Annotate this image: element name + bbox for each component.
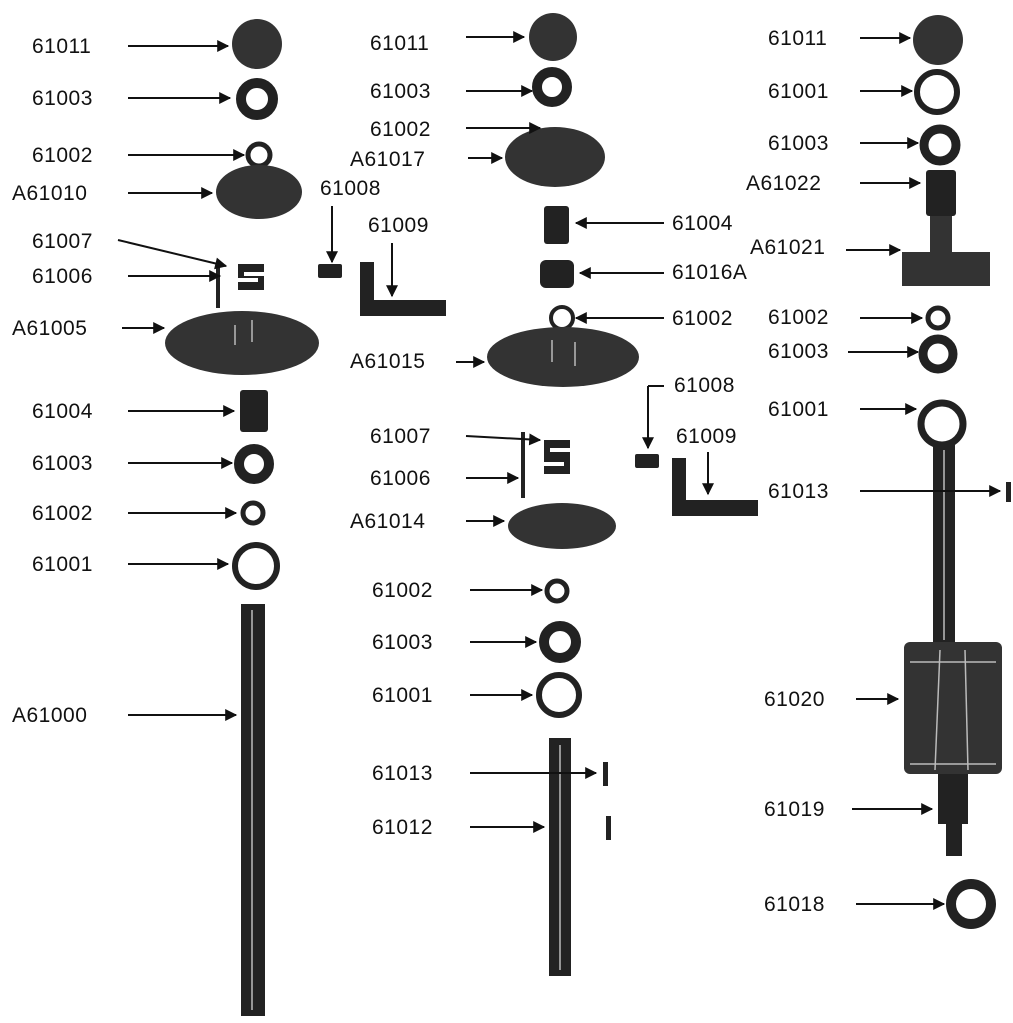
label-61006: 61006 bbox=[32, 265, 93, 288]
label-61003-right-lower: 61003 bbox=[768, 340, 829, 363]
label-61012: 61012 bbox=[372, 816, 433, 839]
part-61009-key-mid bbox=[672, 458, 758, 516]
label-61016a: 61016A bbox=[672, 261, 747, 284]
label-61003: 61003 bbox=[32, 87, 93, 110]
label-61013-mid: 61013 bbox=[372, 762, 433, 785]
label-61008-mid: 61008 bbox=[674, 374, 735, 397]
part-61003-washer-right-lower bbox=[918, 334, 958, 374]
part-61013-key-mid bbox=[603, 762, 608, 786]
label-a61010: A61010 bbox=[12, 182, 87, 205]
part-61001-bearing bbox=[232, 542, 280, 590]
part-61002-ring-right bbox=[925, 305, 951, 331]
part-a61014-gear bbox=[508, 503, 616, 549]
label-61006-mid: 61006 bbox=[370, 467, 431, 490]
part-61013-key-mid-2 bbox=[606, 816, 611, 840]
label-a61000: A61000 bbox=[12, 704, 87, 727]
label-a61015: A61015 bbox=[350, 350, 425, 373]
label-61011-right: 61011 bbox=[768, 27, 827, 50]
part-61020-armature bbox=[904, 642, 1002, 774]
part-61002-ring-lower bbox=[240, 500, 266, 526]
label-61013-right: 61013 bbox=[768, 480, 829, 503]
label-61020: 61020 bbox=[764, 688, 825, 711]
label-61003-mid: 61003 bbox=[370, 80, 431, 103]
part-61006-worm bbox=[238, 264, 264, 290]
label-61001: 61001 bbox=[32, 553, 93, 576]
part-61009-key bbox=[360, 262, 446, 316]
part-61016a-bushing bbox=[540, 260, 574, 288]
part-61002-ring bbox=[245, 141, 273, 169]
part-61003-washer bbox=[236, 78, 278, 120]
part-61003-washer-mid bbox=[532, 67, 572, 107]
part-61001-bearing-right bbox=[914, 69, 960, 115]
part-61011-cap-right bbox=[913, 15, 963, 65]
label-61002-right: 61002 bbox=[768, 306, 829, 329]
label-61001-right-lower: 61001 bbox=[768, 398, 829, 421]
left-column-parts bbox=[165, 19, 446, 1016]
label-a61005: A61005 bbox=[12, 317, 87, 340]
part-61018-bearing bbox=[946, 879, 996, 929]
part-61002-ring-mid bbox=[549, 305, 575, 331]
part-61003-washer-mid-lower bbox=[539, 621, 581, 663]
middle-column-parts bbox=[487, 13, 758, 976]
label-61009-mid: 61009 bbox=[676, 425, 737, 448]
label-61004: 61004 bbox=[32, 400, 93, 423]
part-61011-cap bbox=[232, 19, 282, 69]
label-61001-mid: 61001 bbox=[372, 684, 433, 707]
label-a61022: A61022 bbox=[746, 172, 821, 195]
label-a61014: A61014 bbox=[350, 510, 425, 533]
label-61007: 61007 bbox=[32, 230, 93, 253]
label-61009: 61009 bbox=[368, 214, 429, 237]
part-61003-washer-right bbox=[919, 124, 961, 166]
label-61019: 61019 bbox=[764, 798, 825, 821]
part-a61010-gear bbox=[216, 165, 302, 219]
label-61002-mid-lower: 61002 bbox=[372, 579, 433, 602]
part-a61005-gear bbox=[165, 311, 319, 375]
part-a61022-sleeve bbox=[926, 170, 956, 216]
label-61011-mid: 61011 bbox=[370, 32, 429, 55]
label-61003-lower: 61003 bbox=[32, 452, 93, 475]
part-61006-pin-mid bbox=[521, 432, 525, 498]
part-61003-washer-lower bbox=[234, 444, 274, 484]
label-61003-mid-lower: 61003 bbox=[372, 631, 433, 654]
part-61011-cap-mid bbox=[529, 13, 577, 61]
part-61007-worm-mid bbox=[544, 440, 570, 474]
label-61002-mid: 61002 bbox=[370, 118, 431, 141]
part-61013-key-right bbox=[1006, 482, 1011, 502]
part-61019-commutator bbox=[938, 774, 968, 824]
label-61018: 61018 bbox=[764, 893, 825, 916]
part-61008-screw-mid bbox=[635, 454, 659, 468]
label-61008: 61008 bbox=[320, 177, 381, 200]
part-61008-screw bbox=[318, 264, 342, 278]
label-61004-mid: 61004 bbox=[672, 212, 733, 235]
part-a61000-shaft bbox=[241, 604, 265, 1016]
label-61002-mid-2: 61002 bbox=[672, 307, 733, 330]
right-column-parts bbox=[902, 15, 1011, 929]
label-61002-lower: 61002 bbox=[32, 502, 93, 525]
part-a61017-gear bbox=[505, 127, 605, 187]
part-a61021-gear bbox=[902, 216, 990, 286]
label-61002: 61002 bbox=[32, 144, 93, 167]
label-61001-right: 61001 bbox=[768, 80, 829, 103]
label-a61021: A61021 bbox=[750, 236, 825, 259]
label-61003-right: 61003 bbox=[768, 132, 829, 155]
middle-column-callouts: 61011 61003 61002 A61017 61004 61016A 61… bbox=[350, 31, 747, 839]
part-61001-bearing-mid bbox=[536, 672, 582, 718]
part-61001-bearing-right-lower bbox=[917, 399, 967, 449]
part-61004-sleeve bbox=[240, 390, 268, 432]
part-61002-ring-mid-lower bbox=[544, 578, 570, 604]
label-a61017: A61017 bbox=[350, 148, 425, 171]
right-column-callouts: 61011 61001 61003 A61022 A61021 61002 61… bbox=[746, 27, 1002, 916]
label-61011: 61011 bbox=[32, 35, 91, 58]
part-61007-pin bbox=[216, 262, 220, 308]
part-61004-sleeve-mid bbox=[544, 206, 569, 244]
part-a61015-gear bbox=[487, 327, 639, 387]
part-shaft-end bbox=[946, 824, 962, 856]
label-61007-mid: 61007 bbox=[370, 425, 431, 448]
left-column-callouts: 61011 61003 61002 A61010 61008 61009 610… bbox=[12, 35, 429, 727]
